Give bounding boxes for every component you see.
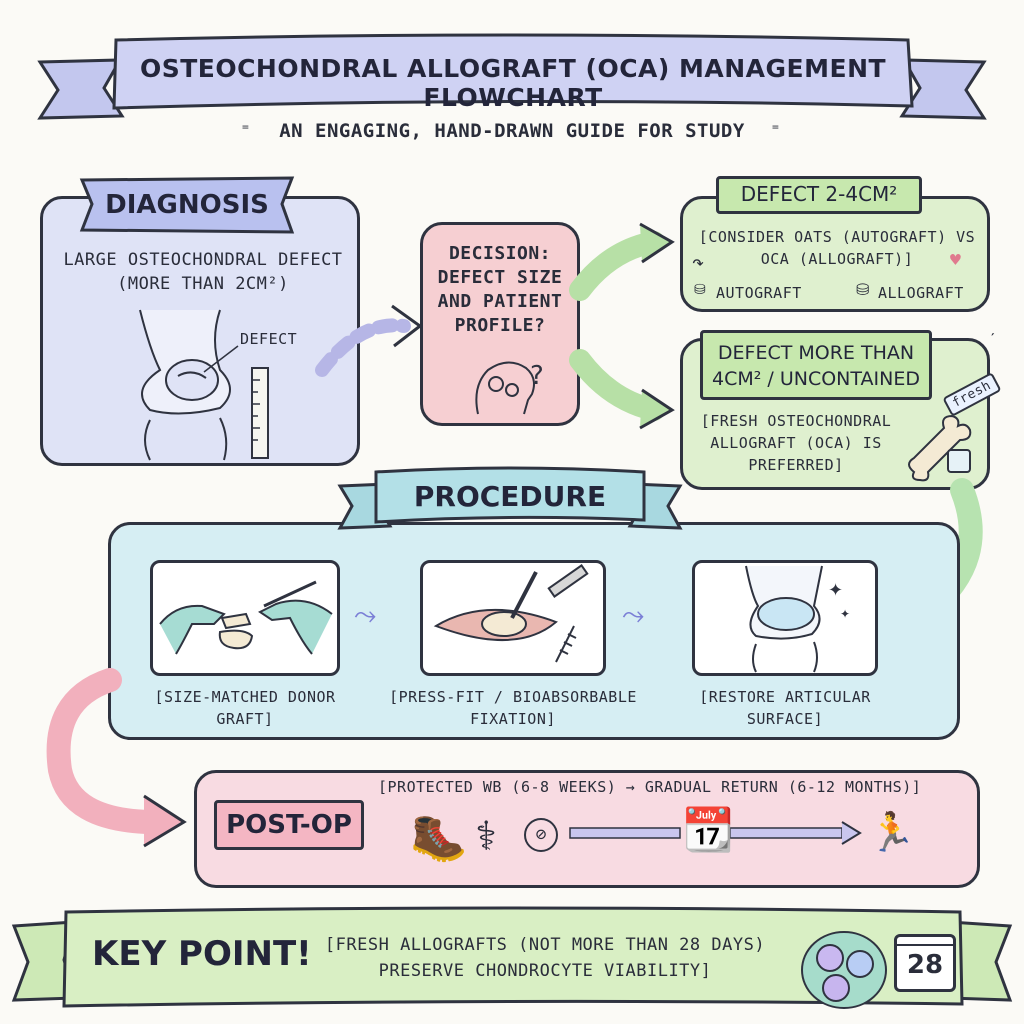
small-defect-text: [CONSIDER OATS (AUTOGRAFT) VS OCA (ALLOG…: [698, 228, 976, 268]
heart-icon: ♥: [950, 250, 961, 271]
large-defect-text: [FRESH OSTEOCHONDRAL ALLOGRAFT (OCA) IS …: [700, 412, 892, 474]
autograft-label: AUTOGRAFT: [716, 284, 802, 302]
bone-icon: [908, 414, 972, 482]
small-defect-heading-tag: [716, 176, 922, 214]
page-subtitle: AN ENGAGING, HAND-DRAWN GUIDE FOR STUDY: [279, 120, 745, 142]
allograft-plug-icon: ⛁: [856, 280, 870, 299]
subtitle-flourish-right: ⁼: [770, 120, 781, 141]
allograft-label: ALLOGRAFT: [878, 284, 964, 302]
procedure-step-2-label: [PRESS-FIT / BIOABSORBABLE FIXATION]: [389, 688, 637, 728]
small-defect-heading: DEFECT 2-4CM²: [740, 182, 898, 206]
procedure-heading: PROCEDURE: [413, 480, 607, 513]
postop-text: [PROTECTED WB (6-8 WEEKS) → GRADUAL RETU…: [378, 778, 922, 796]
large-defect-heading: DEFECT MORE THAN 4CM² / UNCONTAINED: [712, 342, 920, 390]
svg-text:?: ?: [530, 361, 544, 391]
gloved-hands-sketch: [159, 580, 333, 655]
key-point-heading: KEY POINT!: [92, 934, 312, 974]
chondrocyte-cells-icon: [801, 931, 887, 1009]
calendar-28-header: [894, 934, 956, 946]
running-person-icon: 🏃: [868, 810, 916, 854]
crutches-icon: ⚕: [474, 814, 499, 860]
key-point-text: [FRESH ALLOGRAFTS (NOT MORE THAN 28 DAYS…: [324, 935, 766, 981]
boot-icon: 🥾: [410, 810, 468, 864]
calendar-28-icon: [894, 934, 956, 992]
no-weights-icon: ⊘: [524, 818, 558, 852]
svg-text:✦: ✦: [840, 607, 850, 621]
head-gears-icon: ?: [475, 361, 544, 415]
page-title: OSTEOCHONDRAL ALLOGRAFT (OCA) MANAGEMENT…: [139, 54, 887, 112]
curved-arrow-icon: ↷: [692, 250, 705, 274]
postop-heading: POST-OP: [226, 810, 352, 840]
knee-defect-sketch: [139, 309, 269, 461]
procedure-step-1-label: [SIZE-MATCHED DONOR GRAFT]: [154, 688, 336, 728]
step-arrow-2-icon: ⤳: [622, 598, 645, 631]
small-defect-box: [680, 196, 990, 312]
defect-label: DEFECT: [240, 330, 298, 348]
procedure-step-3-label: [RESTORE ARTICULAR SURFACE]: [699, 688, 871, 728]
svg-text:✦: ✦: [828, 580, 843, 601]
sparkle-icon: ˊ: [988, 330, 998, 349]
decision-box: [420, 222, 580, 426]
title-ribbon: [37, 33, 987, 120]
calendar-icon: 📆: [682, 805, 735, 854]
surgical-fixation-sketch: [433, 564, 589, 663]
postop-heading-tag: [214, 800, 364, 850]
calendar-28-day: 28: [906, 950, 944, 980]
restored-knee-sketch: ✦ ✦: [745, 565, 850, 673]
step-arrow-1-icon: ⤳: [354, 598, 377, 631]
autograft-plug-icon: ⛁: [694, 282, 706, 298]
diagnosis-heading: DIAGNOSIS: [105, 190, 269, 220]
decision-text: DECISION: DEFECT SIZE AND PATIENT PROFIL…: [437, 243, 563, 336]
diagnosis-text: LARGE OSTEOCHONDRAL DEFECT (MORE THAN 2C…: [63, 250, 343, 294]
large-defect-heading-tag: [700, 330, 932, 400]
subtitle-flourish-left: ⁼: [240, 120, 251, 141]
